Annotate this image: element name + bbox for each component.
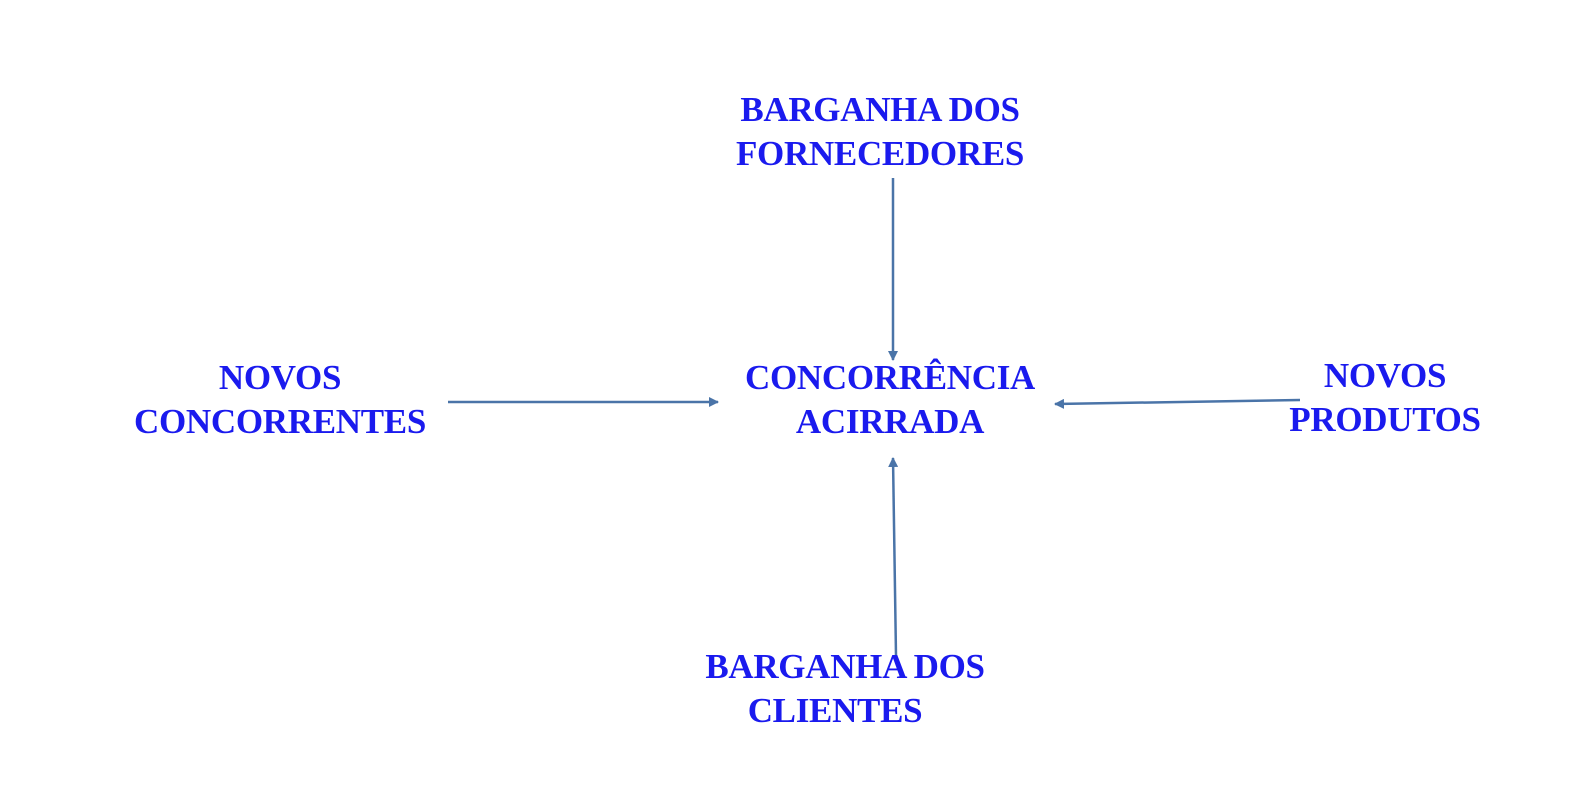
node-customer-bargaining: BARGANHA DOS CLIENTES xyxy=(680,645,1010,733)
node-new-products-line1: NOVOS xyxy=(1323,356,1447,395)
node-new-competitors-line2: CONCORRENTES xyxy=(133,402,426,441)
arrow-right-to-center xyxy=(1054,398,1301,409)
node-supplier-bargaining-line2: FORNECEDORES xyxy=(735,134,1025,173)
node-fierce-competition-line1: CONCORRÊNCIA xyxy=(744,358,1036,397)
node-customer-bargaining-line2: CLIENTES xyxy=(747,691,923,730)
node-fierce-competition: CONCORRÊNCIA ACIRRADA xyxy=(710,356,1070,444)
node-new-competitors: NOVOS CONCORRENTES xyxy=(110,356,450,444)
arrow-bottom-to-center xyxy=(888,457,899,657)
node-new-products: NOVOS PRODUTOS xyxy=(1260,354,1510,442)
node-new-competitors-line1: NOVOS xyxy=(218,358,342,397)
node-customer-bargaining-line1: BARGANHA DOS xyxy=(705,647,985,686)
node-supplier-bargaining: BARGANHA DOS FORNECEDORES xyxy=(700,88,1060,176)
node-fierce-competition-line2: ACIRRADA xyxy=(795,402,985,441)
node-new-products-line2: PRODUTOS xyxy=(1289,400,1481,439)
node-supplier-bargaining-line1: BARGANHA DOS xyxy=(740,90,1020,129)
